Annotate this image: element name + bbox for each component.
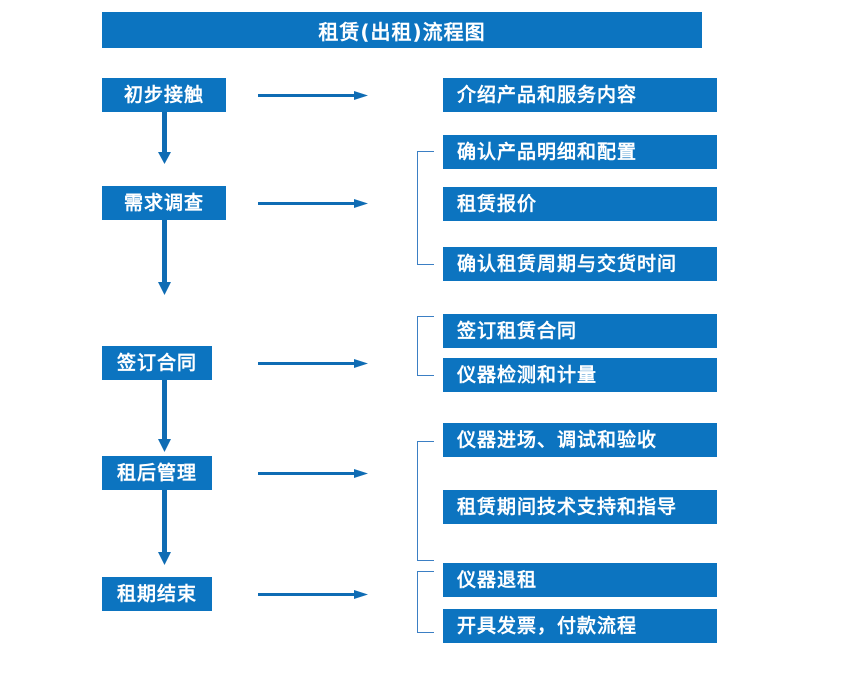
flow-arrow-right-5 <box>258 590 368 599</box>
group-bracket-3 <box>417 316 434 376</box>
output-box-3-1[interactable]: 签订租赁合同 <box>443 314 717 348</box>
output-box-2-3[interactable]: 确认租赁周期与交货时间 <box>443 247 717 281</box>
stage-box-1[interactable]: 初步接触 <box>102 78 226 112</box>
stage-box-5[interactable]: 租期结束 <box>102 577 212 611</box>
flow-arrow-right-1 <box>258 91 368 100</box>
output-box-2-2[interactable]: 租赁报价 <box>443 187 717 221</box>
group-bracket-5 <box>417 571 434 633</box>
output-box-4-2[interactable]: 租赁期间技术支持和指导 <box>443 490 717 524</box>
stage-box-4[interactable]: 租后管理 <box>102 456 212 490</box>
group-bracket-2 <box>417 151 434 265</box>
flow-arrow-right-2 <box>258 199 368 208</box>
stage-box-3[interactable]: 签订合同 <box>102 346 212 380</box>
flow-arrow-right-3 <box>258 359 368 368</box>
flow-arrow-down-4 <box>158 490 171 565</box>
page-title: 租赁(出租)流程图 <box>102 12 702 48</box>
flow-arrow-right-4 <box>258 469 368 478</box>
output-box-4-1[interactable]: 仪器进场、调试和验收 <box>443 423 717 457</box>
output-box-3-2[interactable]: 仪器检测和计量 <box>443 358 717 392</box>
flow-arrow-down-1 <box>158 112 171 164</box>
flow-arrow-down-3 <box>158 380 171 452</box>
output-box-2-1[interactable]: 确认产品明细和配置 <box>443 135 717 169</box>
output-box-1-1[interactable]: 介绍产品和服务内容 <box>443 78 717 112</box>
output-box-5-2[interactable]: 开具发票，付款流程 <box>443 609 717 643</box>
group-bracket-4 <box>417 441 434 561</box>
flow-arrow-down-2 <box>158 220 171 295</box>
stage-box-2[interactable]: 需求调查 <box>102 186 226 220</box>
output-box-5-1[interactable]: 仪器退租 <box>443 563 717 597</box>
